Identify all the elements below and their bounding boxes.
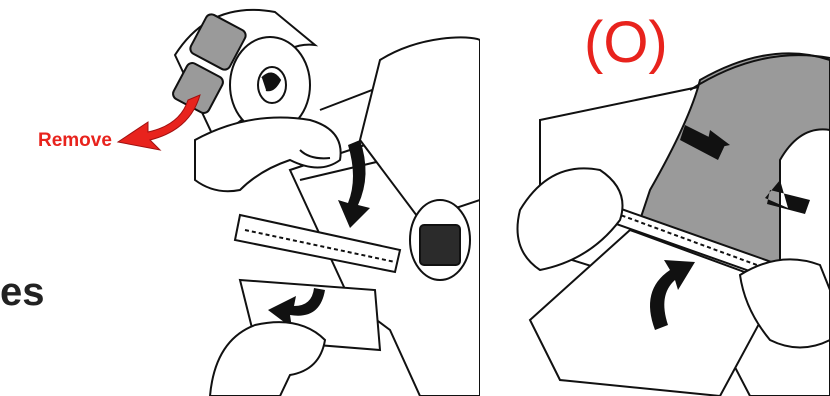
latch-knob <box>410 200 470 280</box>
correct-mark: (O) <box>584 14 668 72</box>
label-removal-illustration: Remove es <box>0 0 480 396</box>
remove-label: Remove <box>38 130 112 152</box>
label-removal-drawing <box>0 0 480 396</box>
remove-arrow-icon <box>118 95 200 150</box>
hand-bottom <box>210 322 325 396</box>
correct-feeding-illustration: (O) <box>480 0 830 396</box>
partial-heading: es <box>0 270 45 315</box>
